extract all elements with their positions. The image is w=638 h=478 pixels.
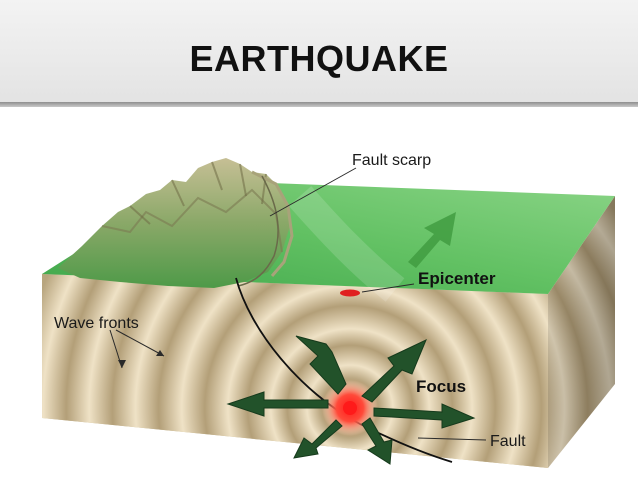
epicenter-leader — [361, 283, 415, 293]
wave-arrow-right — [373, 403, 476, 429]
slide-title: EARTHQUAKE — [189, 38, 449, 79]
fault-scarp-line — [237, 175, 279, 287]
title-bar — [0, 0, 638, 104]
label-fault: Fault — [490, 433, 526, 450]
wave-arrow-up-left — [295, 335, 347, 395]
surface-motion-arrow — [408, 212, 456, 268]
fault-scarp-leader — [269, 167, 357, 217]
wave-arrow-down-right — [361, 417, 393, 465]
wave-fronts-arrowhead-1 — [118, 360, 126, 368]
focus-point — [343, 401, 357, 415]
label-focus: Focus — [416, 377, 466, 396]
seismic-wave-arrows — [226, 335, 476, 465]
label-fault-scarp: Fault scarp — [352, 152, 431, 169]
label-wave-fronts: Wave fronts — [54, 315, 139, 332]
mountain-range — [58, 158, 294, 288]
wave-fronts-leader-2 — [115, 329, 165, 357]
label-epicenter: Epicenter — [418, 269, 496, 288]
wave-arrow-left — [226, 391, 329, 417]
epicenter-point — [340, 289, 360, 297]
wave-arrow-down-left — [293, 419, 343, 459]
wave-fronts-arrowhead-2 — [156, 350, 164, 356]
leader-lines — [109, 167, 487, 441]
wave-arrow-up-right — [361, 338, 427, 403]
fault-leader — [417, 437, 487, 441]
title-divider — [0, 102, 638, 107]
